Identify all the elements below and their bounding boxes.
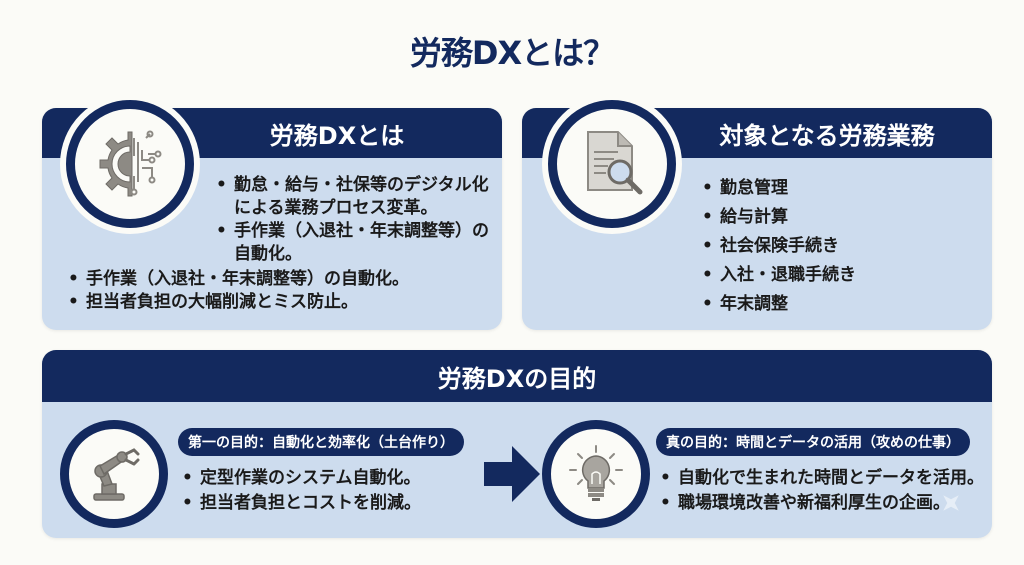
targets-card-title: 対象となる労務業務: [719, 121, 935, 150]
definition-card: 労務DXとは 勤怠・給与・社保等のデジタル化による業務プロセス変革。 手作業（入…: [42, 94, 502, 330]
true-purpose-label: 真の目的：時間とデータの活用（攻めの仕事）: [656, 428, 970, 456]
robot-arm-icon: [93, 448, 140, 501]
purpose-card-header: 労務DXの目的: [42, 350, 992, 402]
target-item: 社会保険手続き: [698, 232, 978, 261]
arrow-right-icon: [484, 446, 540, 502]
document-search-icon: [587, 131, 643, 195]
target-item: 年末調整: [698, 290, 978, 319]
targets-icon-ring: [542, 94, 682, 234]
definition-list: 手作業（入退社・年末調整等）の自動化。 担当者負担の大幅削減とミス防止。: [64, 268, 494, 314]
definition-item: 担当者負担の大幅削減とミス防止。: [64, 291, 494, 314]
true-purpose-item: 自動化で生まれた時間とデータを活用。: [656, 466, 984, 491]
first-purpose-icon-ring: [60, 420, 168, 528]
definition-item: 手作業（入退社・年末調整等）の自動化。: [64, 268, 494, 291]
target-item: 勤怠管理: [698, 174, 978, 203]
true-purpose-icon-ring: [542, 420, 650, 528]
first-purpose-label: 第一の目的：自動化と効率化（土台作り）: [178, 428, 464, 456]
purpose-card: 労務DXの目的 第一の目的：自動化と効率化（土台作り） 定型作業のシステム自動化…: [42, 350, 992, 538]
definition-item: 勤怠・給与・社保等のデジタル化による業務プロセス変革。: [212, 174, 492, 220]
targets-list: 勤怠管理 給与計算 社会保険手続き 入社・退職手続き 年末調整: [698, 174, 978, 319]
definition-icon-ring: [60, 94, 200, 234]
page-title: 労務DXとは？: [409, 34, 615, 72]
true-purpose-item: 職場環境改善や新福利厚生の企画。: [656, 491, 984, 516]
gear-circuit-icon: [99, 130, 162, 197]
true-purpose-block: 真の目的：時間とデータの活用（攻めの仕事） 自動化で生まれた時間とデータを活用。…: [656, 428, 984, 516]
definition-item: 手作業（入退社・年末調整等）の自動化。: [212, 220, 492, 266]
definition-indented-list: 勤怠・給与・社保等のデジタル化による業務プロセス変革。 手作業（入退社・年末調整…: [212, 174, 492, 266]
first-purpose-list: 定型作業のシステム自動化。 担当者負担とコストを削減。: [178, 466, 464, 516]
lightbulb-icon: [569, 445, 623, 501]
targets-card: 対象となる労務業務 勤怠管理 給与計算 社会保険手続き 入社・退職手続き 年末調…: [522, 94, 992, 330]
target-item: 給与計算: [698, 203, 978, 232]
target-item: 入社・退職手続き: [698, 261, 978, 290]
definition-card-title: 労務DXとは: [269, 121, 405, 150]
true-purpose-list: 自動化で生まれた時間とデータを活用。 職場環境改善や新福利厚生の企画。: [656, 466, 984, 516]
purpose-card-title: 労務DXの目的: [437, 364, 597, 393]
first-purpose-block: 第一の目的：自動化と効率化（土台作り） 定型作業のシステム自動化。 担当者負担と…: [178, 428, 464, 516]
first-purpose-item: 定型作業のシステム自動化。: [178, 466, 464, 491]
first-purpose-item: 担当者負担とコストを削減。: [178, 491, 464, 516]
